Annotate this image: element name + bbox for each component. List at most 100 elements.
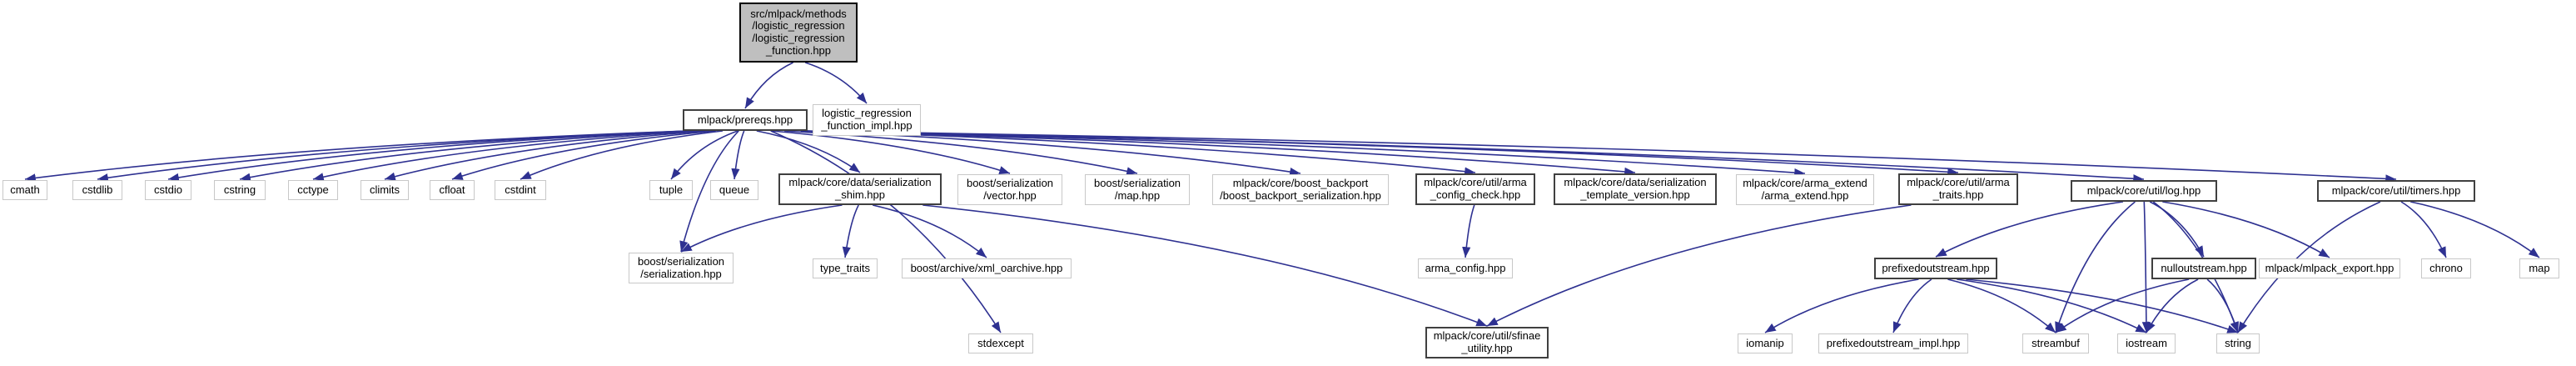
graph-node-label: boost/serialization /vector.hpp (966, 176, 1054, 202)
graph-node-label: cstdio (154, 183, 182, 196)
graph-node-label: mlpack/core/util/arma _traits.hpp (1907, 176, 2010, 201)
graph-edge-nullout-to-streambuf (2055, 278, 2190, 333)
graph-node-label: type_traits (820, 261, 870, 274)
graph-node-cmath[interactable]: cmath (2, 180, 47, 200)
graph-edge-nullout-to-iostream (2146, 278, 2199, 333)
graph-node-cctype[interactable]: cctype (288, 180, 338, 200)
graph-node-timers[interactable]: mlpack/core/util/timers.hpp (2317, 180, 2475, 202)
graph-edge-prereqs-to-tuple (670, 130, 738, 180)
graph-node-label: iomanip (1746, 336, 1784, 349)
graph-node-label: streambuf (2031, 336, 2080, 349)
graph-node-label: cfloat (439, 183, 465, 196)
graph-node-nullout[interactable]: nulloutstream.hpp (2151, 258, 2256, 279)
graph-node-label: cstdint (505, 183, 536, 196)
graph-node-iomanip[interactable]: iomanip (1738, 333, 1793, 353)
graph-node-prereqs[interactable]: mlpack/prereqs.hpp (683, 109, 808, 131)
graph-node-label: mlpack/core/arma_extend /arma_extend.hpp (1743, 176, 1867, 202)
graph-edge-prefixedout-to-streambuf (1947, 278, 2056, 333)
graph-edge-root-to-prereqs (744, 62, 793, 109)
graph-node-type_traits[interactable]: type_traits (813, 258, 878, 278)
graph-edge-log-to-prefixedout (1935, 201, 2124, 258)
graph-node-chrono[interactable]: chrono (2421, 258, 2471, 278)
graph-node-arma_extend[interactable]: mlpack/core/arma_extend /arma_extend.hpp (1736, 174, 1874, 205)
graph-node-mlpack_export[interactable]: mlpack/mlpack_export.hpp (2259, 258, 2400, 278)
graph-node-label: tuple (659, 183, 684, 196)
graph-edge-log-to-mlpack_export (2162, 201, 2330, 258)
graph-edge-armacfg_check-to-arma_config (1462, 204, 1475, 258)
graph-node-cstring[interactable]: cstring (214, 180, 266, 200)
graph-edge-shim-to-type_traits (842, 204, 859, 258)
graph-edge-log-to-iostream (2141, 201, 2151, 333)
graph-node-xml_oarchive[interactable]: boost/archive/xml_oarchive.hpp (902, 258, 1072, 278)
graph-node-cfloat[interactable]: cfloat (430, 180, 475, 200)
graph-edge-root-to-lrimpl (804, 62, 868, 104)
graph-edge-prereqs-to-arma_extend (802, 130, 1806, 178)
graph-node-label: prefixedoutstream.hpp (1882, 261, 1990, 274)
graph-node-bs_serialization[interactable]: boost/serialization /serialization.hpp (629, 253, 734, 283)
graph-node-label: nulloutstream.hpp (2161, 261, 2247, 274)
graph-node-label: cctype (297, 183, 329, 196)
graph-node-shim[interactable]: mlpack/core/data/serialization _shim.hpp (778, 173, 942, 205)
graph-edge-prereqs-to-queue (731, 130, 745, 180)
graph-node-root[interactable]: src/mlpack/methods /logistic_regression … (739, 3, 858, 63)
graph-edge-prereqs-to-log (802, 130, 2145, 183)
graph-node-sfinae[interactable]: mlpack/core/util/sfinae _utility.hpp (1425, 327, 1549, 358)
graph-node-label: mlpack/prereqs.hpp (697, 113, 793, 126)
graph-node-label: mlpack/core/util/arma _config_check.hpp (1424, 176, 1527, 201)
graph-node-tmplver[interactable]: mlpack/core/data/serialization _template… (1554, 173, 1717, 205)
graph-node-label: cstdlib (82, 183, 113, 196)
graph-node-cstdint[interactable]: cstdint (495, 180, 546, 200)
graph-node-label: mlpack/core/util/timers.hpp (2331, 183, 2461, 197)
graph-edge-prereqs-to-climits (384, 130, 709, 181)
graph-node-label: climits (369, 183, 400, 196)
graph-node-tuple[interactable]: tuple (649, 180, 693, 200)
graph-node-cstdlib[interactable]: cstdlib (72, 180, 122, 200)
graph-node-lrimpl[interactable]: logistic_regression _function_impl.hpp (813, 104, 921, 136)
graph-node-iostream[interactable]: iostream (2117, 333, 2176, 353)
graph-node-prefixedout[interactable]: prefixedoutstream.hpp (1874, 258, 1997, 279)
graph-node-label: mlpack/core/data/serialization _template… (1564, 176, 1707, 201)
graph-node-label: src/mlpack/methods /logistic_regression … (750, 7, 847, 57)
graph-edge-arma_traits-to-sfinae (1486, 204, 1912, 327)
graph-node-climits[interactable]: climits (361, 180, 409, 200)
graph-node-label: prefixedoutstream_impl.hpp (1826, 336, 1961, 349)
graph-node-string[interactable]: string (2216, 333, 2260, 353)
graph-node-stdexcept[interactable]: stdexcept (968, 333, 1033, 353)
graph-node-label: map (2529, 261, 2550, 274)
graph-node-log[interactable]: mlpack/core/util/log.hpp (2071, 180, 2217, 202)
graph-edge-log-to-streambuf (2055, 201, 2136, 333)
graph-edge-prereqs-to-bs_serialization (679, 130, 739, 253)
graph-node-label: mlpack/mlpack_export.hpp (2265, 261, 2394, 274)
graph-node-label: chrono (2429, 261, 2463, 274)
graph-node-label: arma_config.hpp (1425, 261, 1506, 274)
graph-node-label: cstring (223, 183, 256, 196)
graph-edge-prefixedout-to-iomanip (1764, 278, 1919, 333)
graph-node-arma_traits[interactable]: mlpack/core/util/arma _traits.hpp (1898, 173, 2018, 205)
graph-node-armacfg_check[interactable]: mlpack/core/util/arma _config_check.hpp (1415, 173, 1535, 205)
graph-node-label: mlpack/core/util/log.hpp (2086, 183, 2201, 197)
graph-edge-prereqs-to-cstdio (167, 130, 689, 182)
graph-node-bs_vector[interactable]: boost/serialization /vector.hpp (957, 174, 1062, 205)
graph-node-streambuf[interactable]: streambuf (2022, 333, 2089, 353)
graph-node-queue[interactable]: queue (710, 180, 758, 200)
graph-node-label: queue (719, 183, 750, 196)
graph-node-label: iostream (2126, 336, 2167, 349)
graph-node-prefixedout_impl[interactable]: prefixedoutstream_impl.hpp (1818, 333, 1968, 353)
graph-node-bs_map[interactable]: boost/serialization /map.hpp (1085, 174, 1190, 205)
graph-node-label: cmath (10, 183, 40, 196)
graph-node-arma_config[interactable]: arma_config.hpp (1418, 258, 1513, 278)
graph-edge-prefixedout-to-iostream (1957, 278, 2147, 333)
graph-edge-prereqs-to-shim (756, 130, 861, 173)
graph-edge-prereqs-to-cfloat (451, 130, 716, 180)
graph-node-map[interactable]: map (2519, 258, 2559, 278)
graph-edge-shim-to-sfinae (922, 204, 1488, 327)
graph-node-label: boost/archive/xml_oarchive.hpp (910, 261, 1063, 274)
graph-edge-prereqs-to-cstdint (520, 130, 724, 180)
graph-node-label: string (2225, 336, 2251, 349)
graph-edge-prefixedout-to-prefixedout_impl (1892, 278, 1932, 333)
graph-edge-timers-to-string (2237, 201, 2381, 333)
graph-edge-shim-to-xml_oarchive (873, 204, 987, 258)
graph-node-cstdio[interactable]: cstdio (145, 180, 191, 200)
graph-node-bbser[interactable]: mlpack/core/boost_backport /boost_backpo… (1212, 174, 1389, 205)
